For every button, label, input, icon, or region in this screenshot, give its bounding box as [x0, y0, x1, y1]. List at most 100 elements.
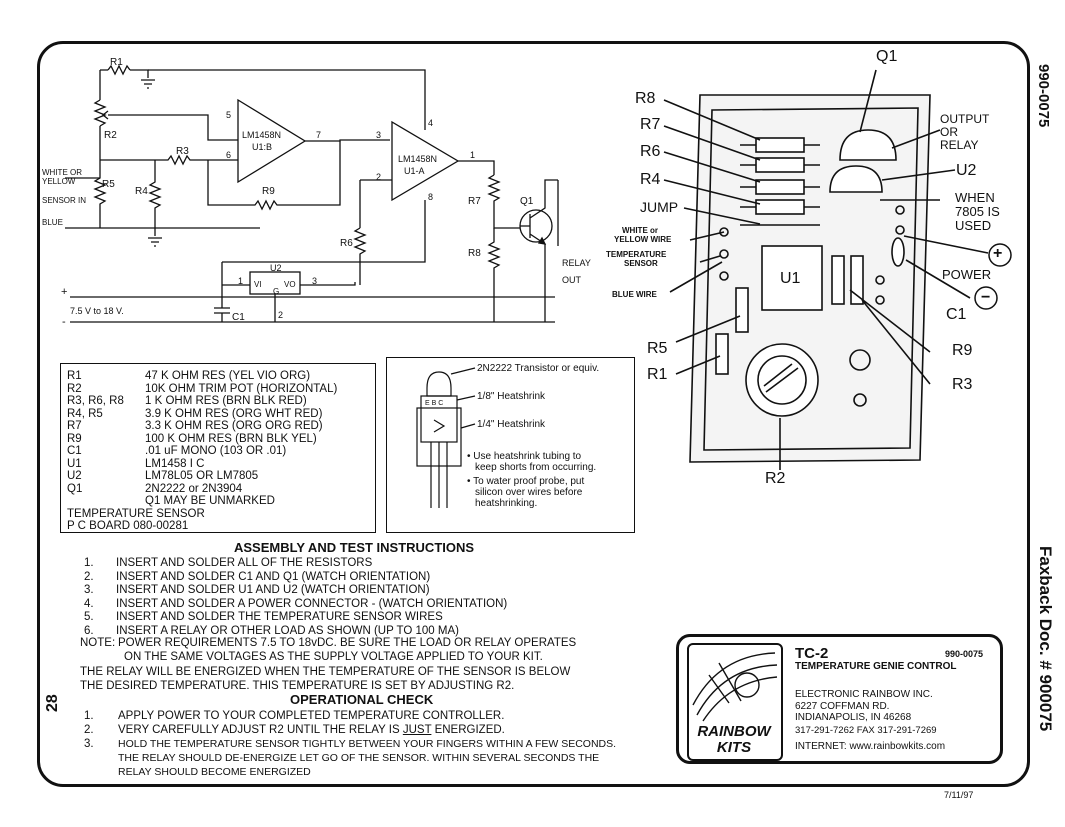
board-jump: JUMP	[640, 199, 679, 215]
part-desc: 3.9 K OHM RES (ORG WHT RED)	[145, 407, 323, 420]
probe-note2b: silicon over wires before	[475, 487, 583, 498]
assembly-step-text: INSERT AND SOLDER THE TEMPERATURE SENSOR…	[116, 611, 443, 623]
parts-row: C1.01 uF MONO (103 OR .01)	[67, 445, 286, 457]
parts-row: R1 47 K OHM RES (YEL VIO ORG)	[67, 370, 310, 382]
board-r9: R9	[952, 342, 973, 359]
assembly-step-text: INSERT AND SOLDER ALL OF THE RESISTORS	[116, 557, 373, 569]
u1a-name: LM1458N	[398, 154, 438, 164]
part-desc: 10K OHM TRIM POT (HORIZONTAL)	[145, 382, 338, 395]
board-c1: C1	[946, 306, 967, 323]
pin7: 7	[316, 130, 322, 140]
part-ref: Q1	[67, 482, 83, 495]
u2-label: U2	[270, 263, 282, 273]
part-ref: U1	[67, 457, 82, 470]
probe-ebc: E B C	[425, 400, 444, 407]
part-ref: TEMPERATURE SENSOR	[67, 507, 205, 520]
kit-city: INDIANAPOLIS, IN 46268	[795, 712, 912, 723]
probe-note1b: keep shorts from occurring.	[475, 462, 597, 473]
pin3: 3	[376, 130, 382, 140]
u2-pin2: 2	[278, 310, 284, 320]
board-r4: R4	[640, 171, 661, 188]
board-power: POWER	[942, 267, 992, 282]
board-temp-b: SENSOR	[624, 259, 658, 268]
op-step2-num: 2.	[84, 724, 94, 736]
parts-row: TEMPERATURE SENSOR	[67, 508, 205, 520]
kit-street: 6227 COFFMAN RD.	[795, 701, 890, 712]
kit-name: TC-2	[795, 645, 829, 662]
part-desc: LM78L05 OR LM7805	[145, 470, 259, 482]
parts-row: R4, R5 3.9 K OHM RES (ORG WHT RED)	[67, 407, 322, 420]
part-ref: U2	[67, 470, 82, 482]
probe-hs1: 1/8" Heatshrink	[477, 391, 546, 402]
op-step2: VERY CAREFULLY ADJUST R2 UNTIL THE RELAY…	[118, 724, 505, 736]
para-line-a: THE RELAY WILL BE ENERGIZED WHEN THE TEM…	[80, 666, 571, 678]
part-desc: 47 K OHM RES (YEL VIO ORG)	[145, 370, 311, 382]
op-step3-num: 3.	[84, 738, 94, 750]
parts-row: U2 LM78L05 OR LM7805	[67, 470, 258, 482]
white-yellow-input: WHITE OR YELLOW	[42, 168, 82, 186]
part-desc: .01 uF MONO (103 OR .01)	[145, 445, 287, 457]
assembly-step-text: INSERT AND SOLDER A POWER CONNECTOR - (W…	[116, 597, 508, 610]
board-r2: R2	[765, 470, 786, 487]
assembly-step-num: 5.	[84, 611, 94, 623]
kit-subtitle: TEMPERATURE GENIE CONTROL	[795, 661, 957, 672]
assembly-step-num: 1.	[84, 557, 94, 569]
r4-label: R4	[135, 186, 148, 197]
board-when-b: 7805 IS	[955, 204, 1000, 219]
r8-label: R8	[468, 248, 481, 259]
note-line-b: ON THE SAME VOLTAGES AS THE SUPPLY VOLTA…	[124, 651, 543, 663]
supply-minus: -	[62, 316, 66, 328]
part-ref: R4, R5	[67, 407, 103, 420]
part-desc: LM1458 I C	[145, 457, 205, 470]
board-u2: U2	[956, 162, 977, 179]
u2-pin1: 1	[238, 276, 244, 286]
pin1: 1	[470, 150, 476, 160]
board-blue-wire: BLUE WIRE	[612, 290, 657, 299]
board-r8: R8	[635, 90, 656, 107]
blue-input: BLUE	[42, 218, 63, 227]
power-minus-icon: −	[981, 289, 991, 306]
pin2: 2	[376, 172, 382, 182]
u2-pin3: 3	[312, 276, 318, 286]
part-ref: R3, R6, R8	[67, 395, 124, 407]
pin6: 6	[226, 150, 232, 160]
para-line-b: THE DESIRED TEMPERATURE. THIS TEMPERATUR…	[80, 680, 515, 692]
probe-note1a: • Use heatshrink tubing to	[467, 451, 582, 462]
board-q1: Q1	[876, 48, 898, 65]
board-white-a: WHITE or	[622, 226, 658, 235]
kit-company: ELECTRONIC RAINBOW INC.	[795, 689, 933, 700]
r9-label: R9	[262, 186, 275, 197]
kit-internet: INTERNET: www.rainbowkits.com	[795, 741, 946, 752]
q1-schematic-label: Q1	[520, 196, 534, 207]
assembly-step-num: 2.	[84, 570, 94, 583]
note-label: NOTE:	[80, 637, 116, 649]
supply-label: 7.5 V to 18 V.	[70, 306, 124, 316]
logo-text-b: KITS	[716, 739, 752, 756]
part-ref: R2	[67, 382, 82, 395]
sensor-in-label: SENSOR IN	[42, 196, 87, 205]
probe-box: 2N2222 Transistor or equiv. E B C 1/8" H…	[386, 357, 635, 533]
u2-vo: VO	[284, 280, 296, 289]
board-white-b: YELLOW WIRE	[614, 235, 672, 244]
assembly-step-num: 3.	[84, 584, 94, 596]
parts-list-box: R1 47 K OHM RES (YEL VIO ORG) R2 10K OHM TR…	[60, 363, 376, 533]
probe-note2c: heatshrinking.	[475, 498, 538, 509]
r3-label: R3	[176, 146, 189, 157]
board-r1: R1	[647, 366, 668, 383]
assembly-step-text: INSERT AND SOLDER C1 AND Q1 (WATCH ORIEN…	[116, 570, 431, 583]
r1-label: R1	[110, 57, 123, 68]
u2-vi: VI	[254, 280, 262, 289]
op-step3-b: THE RELAY SHOULD DE-ENERGIZE LET GO OF T…	[118, 752, 600, 764]
u1a-sub: U1-A	[404, 166, 425, 176]
date: 7/11/97	[944, 790, 974, 800]
r5-label: R5	[102, 179, 115, 190]
assembly-step-text: INSERT A RELAY OR OTHER LOAD AS SHOWN (U…	[116, 624, 459, 637]
u2-g: G	[273, 287, 280, 296]
part-ref: R1	[67, 370, 82, 382]
r7-label: R7	[468, 196, 481, 207]
relay-label: RELAY	[562, 258, 591, 268]
